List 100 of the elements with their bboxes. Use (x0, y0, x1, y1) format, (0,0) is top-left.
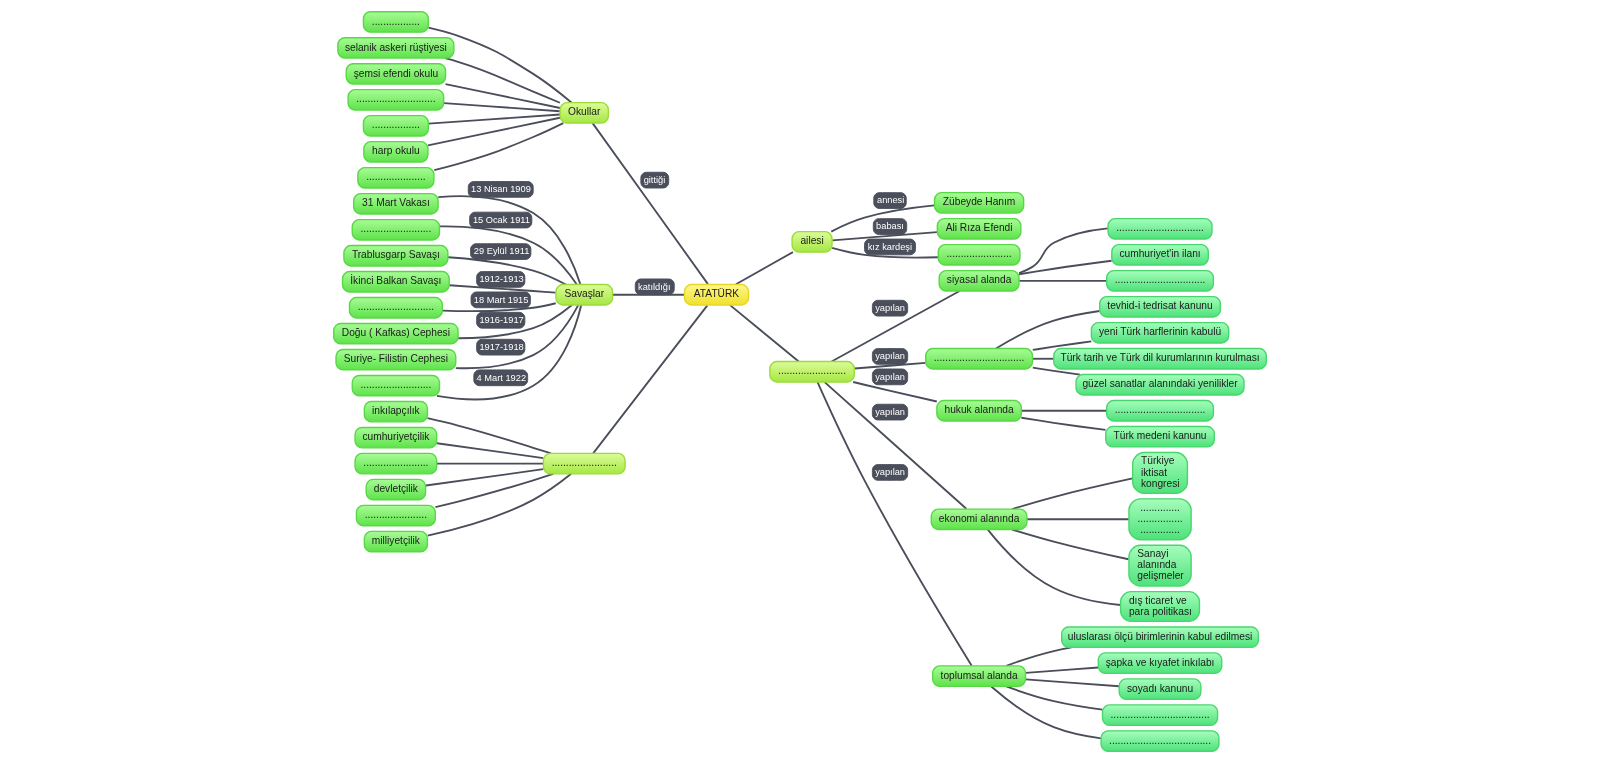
node-box: ................. (362, 11, 430, 33)
connector (1031, 366, 1081, 376)
node-box: ......................... (351, 218, 441, 241)
connector (831, 246, 939, 259)
node-box: siyasal alanda (938, 269, 1020, 292)
node-box: ekonomi alanında (930, 508, 1028, 531)
node-box: ...................... (355, 504, 436, 527)
connector (448, 284, 557, 294)
connector (1024, 678, 1120, 688)
connector (427, 113, 562, 125)
node-box: güzel sanatlar alanındaki yenilikler (1075, 373, 1245, 396)
node-box: ..................... (357, 166, 435, 189)
node-box: ....................... (354, 452, 438, 475)
node-box: ......................... (351, 374, 441, 397)
node-box: hukuk alanında (936, 399, 1022, 422)
node-box: Ali Rıza Efendi (936, 217, 1022, 240)
node-box: toplumsal alanda (932, 665, 1027, 688)
node-box: Türkiye iktisat kongresi (1131, 451, 1189, 494)
node-box: Savaşlar (555, 283, 614, 306)
connector (442, 102, 561, 113)
node-box: .............. ................ .............. (1128, 498, 1192, 541)
edge-label: 4 Mart 1922 (476, 372, 527, 383)
node-box: ........................... (348, 296, 443, 319)
edge-label: 29 Eylül 1911 (473, 246, 530, 257)
connector (427, 26, 573, 104)
edge-label: kız kardeşi (867, 241, 913, 252)
edge-label: 18 Mart 1915 (473, 294, 529, 305)
node-box: ................................ (925, 347, 1034, 370)
connector (1024, 666, 1100, 674)
node-box: cumhuriyet'in ilanı (1111, 243, 1209, 266)
node-box: ............................ (347, 88, 445, 111)
edge-label: babası (876, 221, 904, 232)
connector (831, 231, 939, 242)
node-box: ATATÜRK (683, 283, 750, 306)
connector (1031, 340, 1093, 351)
connector (426, 417, 552, 455)
connector (1020, 416, 1107, 431)
connector (995, 310, 1101, 350)
node-box: ................................ (1106, 399, 1215, 422)
node-box: Sanayi alanında gelişmeler (1128, 544, 1192, 587)
node-box: Türk tarih ve Türk dil kurumlarının kurulması (1053, 347, 1267, 370)
connector (435, 462, 545, 465)
node-box: ....................... (937, 243, 1021, 266)
node-box: şapka ve kıyafet inkılabı (1097, 652, 1223, 675)
node-box: uluslarası ölçü birimlerinin kabul edilmesi (1061, 626, 1260, 649)
edge-label: 1916-1917 (479, 315, 524, 326)
edge-label: gittiği (643, 174, 666, 185)
node-box: dış ticaret ve para politikası (1119, 591, 1201, 623)
node-box: .................................... (1100, 730, 1220, 752)
node-box: ................................... (1101, 704, 1219, 726)
node-box: cumhuriyetçilik (354, 426, 438, 449)
node-box: selanik askeri rüştiyesi (337, 37, 455, 59)
node-box: soyadı kanunu (1118, 678, 1202, 700)
node-box: İkinci Balkan Savaşı (341, 270, 450, 293)
edge-label: yapılan (875, 467, 906, 478)
node-box: tevhid-i tedrisat kanunu (1099, 295, 1222, 318)
connector (426, 472, 573, 537)
edge-label: katıldığı (638, 281, 671, 292)
connector (611, 293, 686, 296)
connector (427, 116, 561, 147)
connector (436, 304, 583, 401)
node-box: ................................ (1106, 269, 1215, 292)
node-box: Suriye- Filistin Cephesi (335, 348, 457, 371)
node-box: şemsi efendi okulu (345, 63, 447, 85)
node-box: inkılapçılık (363, 400, 429, 423)
node-box: devletçilik (365, 478, 427, 501)
edge-label: yapılan (875, 351, 906, 362)
node-box: Zübeyde Hanım (933, 191, 1025, 214)
connector (1018, 279, 1108, 282)
edge-label: yapılan (875, 371, 906, 382)
node-box: 31 Mart Vakası (352, 192, 439, 215)
connector (823, 381, 968, 510)
node-box: ................. (362, 114, 430, 137)
edge-label: yapılan (875, 302, 906, 313)
connector (425, 468, 545, 487)
node-box: Trablusgarp Savaşı (343, 244, 449, 267)
connector (1020, 409, 1108, 412)
connector (441, 302, 557, 313)
edge-label: yapılan (875, 406, 906, 417)
edge-label: 1917-1918 (479, 341, 524, 352)
edge-label: 13 Nisan 1909 (471, 184, 531, 195)
connector (852, 381, 938, 403)
connector (1018, 227, 1109, 275)
node-box: ....................... (542, 452, 626, 475)
connector (444, 83, 561, 109)
node-box: yeni Türk harflerinin kabulü (1090, 321, 1230, 344)
connector (1026, 518, 1130, 521)
node-box: Türk medeni kanunu (1105, 425, 1215, 448)
connector (1018, 259, 1113, 276)
edge-label: 1912-1913 (479, 274, 524, 285)
connector (454, 304, 580, 370)
node-box: Okullar (559, 101, 610, 124)
connector (853, 361, 927, 370)
node-box: ........................ (769, 360, 855, 383)
connector (433, 122, 565, 171)
node-box: Doğu ( Kafkas) Cephesi (333, 322, 459, 345)
connector (457, 304, 573, 340)
node-box: ailesi (791, 230, 833, 253)
node-box: harp okulu (363, 140, 429, 163)
edge-label: 15 Ocak 1911 (472, 214, 530, 225)
